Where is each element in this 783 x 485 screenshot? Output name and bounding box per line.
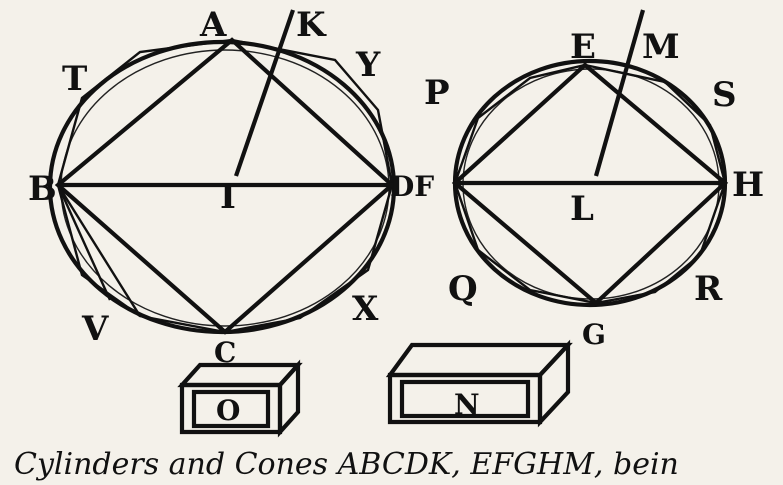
label-t: T bbox=[62, 59, 87, 99]
left-chord-2 bbox=[56, 184, 112, 301]
label-o: O bbox=[216, 394, 240, 427]
label-g: G bbox=[582, 318, 606, 351]
label-i: I bbox=[220, 177, 236, 217]
label-k: K bbox=[296, 5, 327, 45]
left-inscribed-square bbox=[54, 37, 396, 335]
solid-o-inner bbox=[191, 389, 271, 429]
label-q: Q bbox=[448, 269, 478, 309]
label-x: X bbox=[352, 289, 379, 329]
solid-o-side bbox=[277, 359, 301, 438]
label-a: A bbox=[199, 5, 227, 45]
solid-n bbox=[385, 339, 573, 428]
left-axis bbox=[234, 9, 295, 177]
right-inscribed-square bbox=[451, 62, 729, 306]
left-circle-figure bbox=[47, 9, 397, 335]
label-df: DF bbox=[390, 170, 434, 203]
label-e: E bbox=[570, 27, 596, 67]
label-r: R bbox=[694, 269, 723, 309]
label-s: S bbox=[712, 75, 737, 115]
label-y: Y bbox=[355, 45, 381, 85]
caption: Cylinders and Cones ABCDK, EFGHM, bein bbox=[14, 447, 679, 481]
solid-o bbox=[177, 359, 303, 438]
solid-n-top bbox=[385, 342, 573, 378]
label-v: V bbox=[81, 309, 109, 349]
right-circle-figure bbox=[451, 9, 729, 308]
label-h: H bbox=[732, 165, 764, 205]
right-axis bbox=[593, 9, 646, 177]
label-n: N bbox=[454, 388, 480, 421]
solid-n-side bbox=[537, 339, 571, 428]
solid-n-inner bbox=[399, 379, 531, 419]
label-l: L bbox=[570, 189, 594, 229]
label-c: C bbox=[214, 336, 236, 369]
left-chord-1 bbox=[56, 184, 142, 317]
label-m: M bbox=[642, 27, 680, 67]
label-p: P bbox=[424, 73, 450, 113]
label-b: B bbox=[28, 169, 57, 209]
